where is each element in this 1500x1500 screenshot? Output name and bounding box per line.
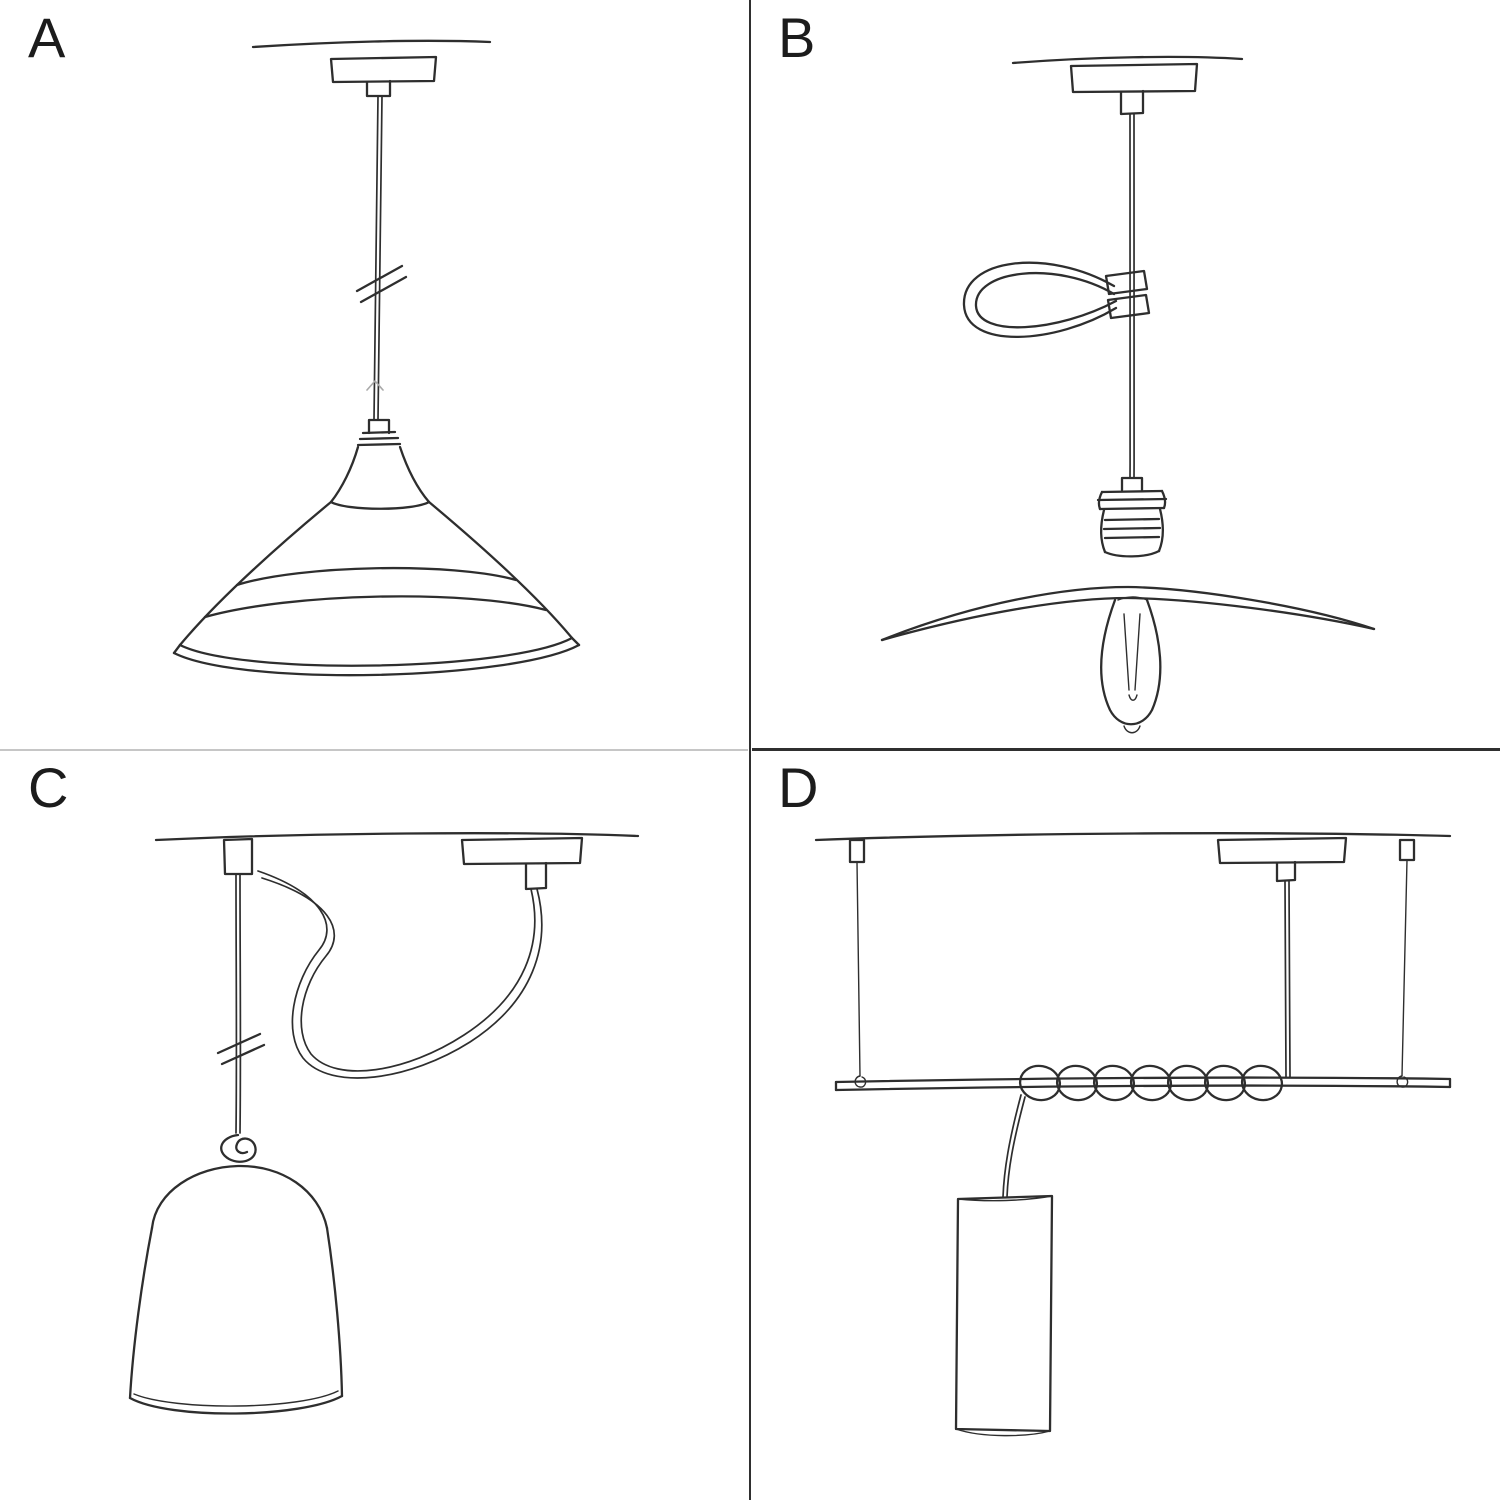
pendant-cord [1128, 113, 1136, 479]
ceiling-hook [222, 837, 254, 876]
ceiling-rose [460, 836, 584, 891]
ceiling-rose [1069, 62, 1199, 116]
horizontal-divider-right [752, 748, 1500, 751]
drop-cord [1002, 1094, 1026, 1198]
bar-suspension-wrapped-cord-tube-pendant-sketch-icon [814, 832, 1452, 1437]
pendant-with-flat-shade-cable-adjuster-and-bulb-sketch-icon [880, 55, 1376, 734]
industrial-shade [172, 500, 581, 677]
cord-break-mark [216, 1032, 266, 1066]
cable-adjuster [962, 261, 1151, 338]
center-cord [1284, 880, 1291, 1078]
ceiling-line [1011, 55, 1244, 65]
pendant-cord [373, 95, 383, 421]
panel-b: B [750, 0, 1500, 750]
panel-a: A [0, 0, 750, 750]
panel-label-a: A [28, 6, 67, 69]
cord-break-mark [355, 264, 408, 304]
bell-shade [128, 1164, 344, 1415]
panel-label-b: B [778, 6, 817, 69]
tube-pendant [954, 1194, 1054, 1437]
ceiling-line [814, 832, 1452, 842]
chevron-mark [366, 380, 384, 391]
left-suspension-wire [848, 838, 867, 1088]
panel-label-c: C [28, 756, 70, 819]
vertical-divider [749, 0, 751, 1500]
swag-cord [257, 870, 543, 1079]
lamp-holder [1096, 476, 1168, 558]
right-suspension-wire [1396, 838, 1416, 1088]
panel-c: C [0, 750, 750, 1500]
light-bulb [1100, 596, 1162, 734]
ceiling-line [251, 39, 492, 49]
ceiling-rose [329, 55, 438, 98]
horizontal-bar [834, 1076, 1452, 1092]
pendant-with-industrial-bistro-shade-sketch-icon [172, 39, 581, 677]
flat-shade [880, 585, 1376, 642]
wrapped-cord-coils [1018, 1064, 1284, 1102]
ceiling-rose [1216, 836, 1348, 883]
panel-label-d: D [778, 756, 820, 819]
panel-d: D [750, 750, 1500, 1500]
drop-cord [235, 873, 242, 1134]
ceiling-line [154, 832, 640, 842]
lamp-holder [329, 418, 431, 510]
horizontal-divider-left [0, 749, 748, 751]
cord-knot [220, 1133, 257, 1163]
swag-pendant-with-hook-and-bell-shade-sketch-icon [128, 832, 640, 1415]
